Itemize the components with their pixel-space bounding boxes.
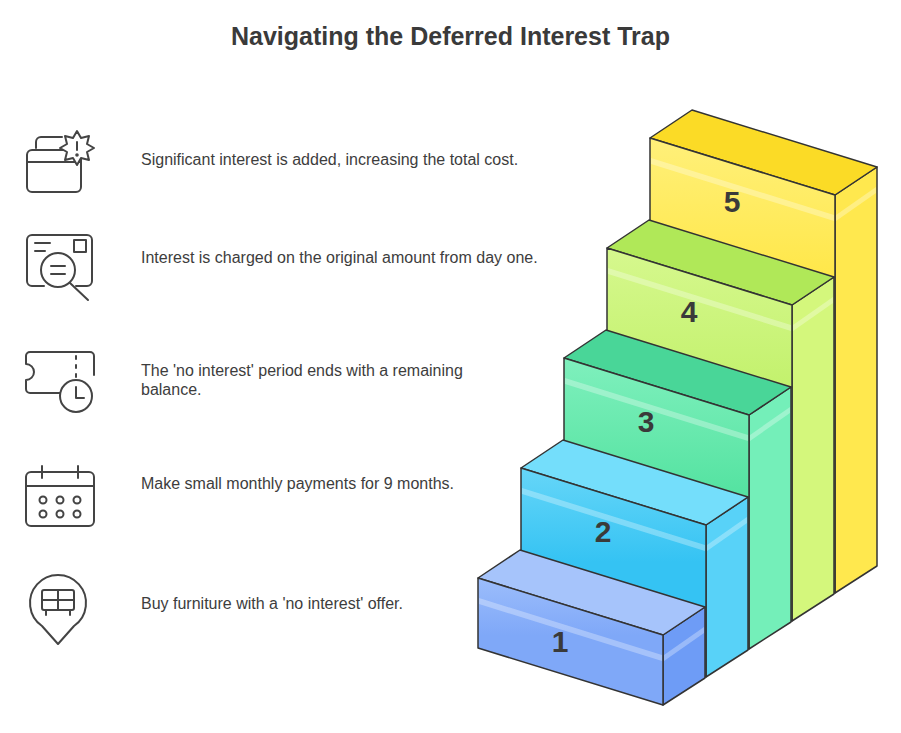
block-front-face	[521, 468, 706, 677]
block-highlight	[522, 488, 705, 551]
block-side-face	[835, 167, 877, 593]
step-number: 5	[724, 185, 741, 219]
block-side-face	[749, 387, 791, 649]
block-front-face	[650, 138, 835, 593]
block-highlight	[836, 187, 876, 221]
block-highlight	[707, 517, 747, 551]
block-side-face	[792, 277, 834, 621]
block-highlight	[750, 407, 790, 441]
step-description: Interest is charged on the original amou…	[141, 248, 551, 267]
block-highlight	[565, 378, 748, 441]
step-number: 3	[638, 405, 655, 439]
block-highlight	[651, 158, 834, 221]
warning-cards-icon	[27, 131, 94, 192]
block-outline	[475, 547, 708, 708]
step-number: 1	[552, 625, 569, 659]
step-description: The 'no interest' period ends with a rem…	[141, 361, 506, 399]
stair-block: 1	[475, 547, 708, 708]
step-number: 2	[595, 515, 612, 549]
block-front-face	[564, 358, 749, 649]
furniture-pin-icon	[30, 575, 86, 644]
block-highlight	[608, 268, 791, 331]
diagram-title: Navigating the Deferred Interest Trap	[0, 22, 901, 51]
block-front-face	[478, 578, 663, 705]
expiry-ticket-icon	[26, 352, 94, 412]
step-number: 4	[681, 295, 698, 329]
block-highlight	[664, 627, 704, 661]
block-front-face	[607, 248, 792, 621]
block-side-face	[706, 497, 748, 677]
step-description: Make small monthly payments for 9 months…	[141, 474, 486, 493]
step-description: Significant interest is added, increasin…	[141, 150, 581, 169]
block-highlight	[793, 297, 833, 331]
calendar-icon	[26, 466, 94, 526]
inspect-document-icon	[27, 235, 92, 300]
block-highlight	[479, 598, 662, 661]
